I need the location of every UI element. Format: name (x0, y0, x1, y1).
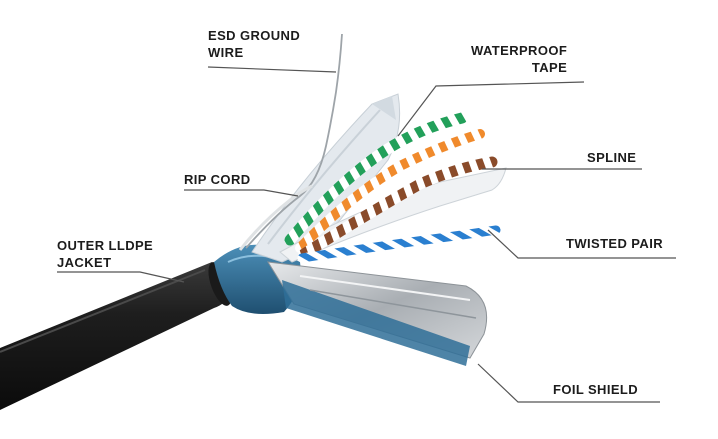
esd-ground-wire-label: ESD GROUND WIRE (208, 28, 301, 60)
esd-ground-wire (245, 33, 343, 249)
twisted-pair-label: TWISTED PAIR (566, 236, 663, 251)
leader-lines (57, 66, 676, 403)
foil-shield-label: FOIL SHIELD (553, 382, 639, 397)
green-pair (284, 112, 468, 246)
rip-cord-label: RIP CORD (184, 172, 251, 187)
blue-pair (297, 225, 501, 263)
brown-pair (298, 156, 498, 260)
foil-shield-blue-underlay (282, 280, 470, 366)
spline-label: SPLINE (587, 150, 637, 165)
outer-jacket-label: OUTER LLDPE JACKET (57, 238, 154, 270)
blue-wrap-shape (214, 244, 301, 314)
rip-cord (238, 184, 313, 251)
orange-pair (295, 129, 485, 253)
outer-jacket-shape (0, 262, 232, 410)
waterproof-tape-label: WATERPROOF TAPE (471, 43, 568, 75)
